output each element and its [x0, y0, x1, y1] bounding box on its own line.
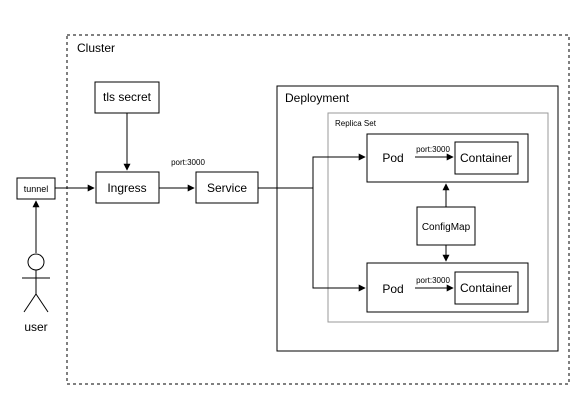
edge-label-ingress-service: port:3000 [171, 158, 205, 167]
pod-top-label: Pod [382, 151, 403, 165]
user-actor-head [27, 253, 45, 271]
container-top-label: Container [460, 151, 512, 165]
container-bottom-label: Container [460, 281, 512, 295]
ingress-node: Ingress [95, 171, 160, 204]
edge-service-to-pod-top [258, 153, 366, 189]
configmap-node: ConfigMap [416, 206, 476, 246]
edges [32, 113, 454, 292]
cluster-group: Cluster [66, 34, 570, 385]
service-node: Service [195, 171, 259, 204]
tls-secret-node: tls secret [94, 81, 160, 114]
replica-set-label: Replica Set [335, 119, 377, 128]
configmap-label: ConfigMap [422, 222, 471, 233]
container-top-node: Container [454, 141, 519, 175]
user-actor: user [22, 253, 50, 334]
tls-secret-label: tls secret [103, 90, 152, 104]
edge-label-pod-container-top: port:3000 [416, 145, 450, 154]
service-label: Service [207, 181, 247, 195]
tunnel-label: tunnel [24, 184, 49, 194]
edge-label-pod-container-bottom: port:3000 [416, 276, 450, 285]
ingress-label: Ingress [107, 181, 146, 195]
pod-bottom-label: Pod [382, 282, 403, 296]
deployment-label: Deployment [285, 91, 350, 105]
container-bottom-node: Container [454, 271, 519, 305]
cluster-label: Cluster [77, 41, 115, 55]
edge-service-to-pod-bottom [312, 188, 366, 292]
user-label: user [24, 320, 47, 334]
tunnel-node: tunnel [16, 177, 56, 200]
